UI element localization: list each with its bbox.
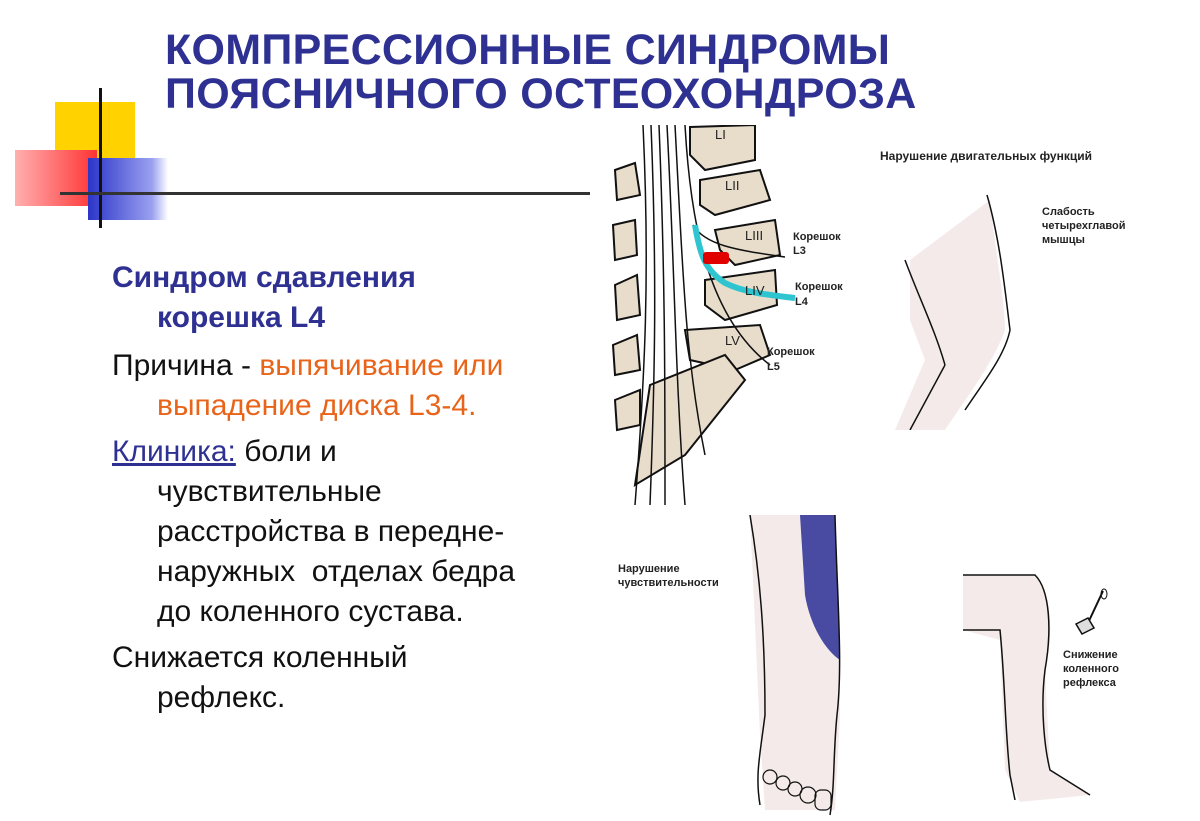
bent-knee-illustration	[895, 194, 1011, 430]
disc-herniation	[703, 252, 729, 264]
spine-illustration: LI LII LIII LIV LV Корешок L3 Корешок L4…	[611, 125, 843, 505]
sensory-label: Нарушение чувствительности	[618, 562, 719, 590]
motor-label-line: четырехглавой	[1042, 220, 1126, 232]
title-line-2: ПОЯСНИЧНОГО ОСТЕОХОНДРОЗА	[165, 70, 917, 118]
cause-paragraph: Причина - выпячивание или выпадение диск…	[112, 346, 592, 426]
title-line-1: КОМПРЕССИОННЫЕ СИНДРОМЫ	[165, 26, 891, 74]
sensory-label-line: чувствительности	[618, 577, 719, 589]
vertebra-label: LIII	[745, 228, 763, 243]
facet	[611, 218, 639, 262]
vertebra-l2	[699, 168, 772, 217]
reflex-paragraph: Снижается коленный рефлекс.	[112, 638, 592, 718]
vertebra-l1	[689, 125, 756, 172]
facet	[613, 161, 642, 202]
reflex-text-1: Снижается коленный	[112, 641, 408, 674]
reflex-label-line: коленного	[1063, 663, 1119, 675]
vertebra-label: LV	[725, 333, 740, 348]
clinic-text-1: боли и	[235, 435, 337, 468]
clinic-text-5: до коленного сустава.	[157, 595, 464, 628]
vertical-line	[99, 88, 102, 228]
cause-text-1: выпячивание или	[259, 349, 504, 382]
toes	[762, 769, 832, 811]
red-square	[15, 150, 97, 206]
facet	[613, 388, 641, 432]
heading-line-1: Синдром сдавления	[112, 261, 416, 294]
motor-label-line: мышцы	[1042, 234, 1085, 246]
reflex-text-2: рефлекс.	[157, 681, 286, 714]
vertebra-label: LI	[715, 127, 726, 142]
clinic-text-3: расстройства в передне-	[157, 515, 505, 548]
cause-text-2: выпадение диска L3-4.	[157, 389, 477, 422]
root-l5-label: Корешок	[767, 346, 815, 358]
clinic-link[interactable]: Клиника:	[112, 435, 236, 468]
clinic-paragraph: Клиника: боли и чувствительные расстройс…	[112, 432, 592, 632]
root-l4-label: Корешок	[795, 281, 843, 293]
cause-label: Причина -	[112, 349, 260, 382]
syndrome-heading: Синдром сдавления корешка L4	[112, 258, 592, 338]
reflex-label-line: Снижение	[1063, 649, 1118, 661]
horizontal-line	[60, 192, 590, 195]
nerve-cauda	[634, 125, 786, 505]
root-l4-sub: L4	[795, 296, 809, 308]
sensory-zone	[800, 515, 840, 660]
root-l3-sub: L3	[793, 245, 806, 257]
slide-body: Синдром сдавления корешка L4 Причина - в…	[112, 258, 592, 718]
vertebra-label: LII	[725, 178, 739, 193]
leg-reflex-illustration	[963, 574, 1091, 802]
heading-line-2: корешка L4	[157, 301, 326, 334]
slide-title: КОМПРЕССИОННЫЕ СИНДРОМЫ ПОЯСНИЧНОГО ОСТЕ…	[165, 28, 917, 116]
motor-label-line: Слабость	[1042, 206, 1095, 218]
motor-label: Слабость четырехглавой мышцы	[1042, 205, 1125, 247]
reflex-label-line: рефлекса	[1063, 677, 1116, 689]
root-l4-highlight	[692, 224, 796, 301]
sensory-label-line: Нарушение	[618, 563, 680, 575]
facet	[613, 273, 642, 322]
facet	[611, 333, 642, 377]
root-l3-label: Корешок	[793, 231, 841, 243]
clinic-text-2: чувствительные	[157, 475, 382, 508]
reflex-hammer-icon	[1074, 588, 1108, 635]
clinic-text-4: наружных отделах бедра	[157, 555, 516, 588]
root-l5-sub: L5	[767, 361, 780, 373]
reflex-label: Снижение коленного рефлекса	[1063, 648, 1119, 690]
motor-title: Нарушение двигательных функций	[880, 149, 1092, 163]
leg-sensory-illustration	[749, 515, 841, 816]
vertebra-label: LIV	[745, 283, 765, 298]
